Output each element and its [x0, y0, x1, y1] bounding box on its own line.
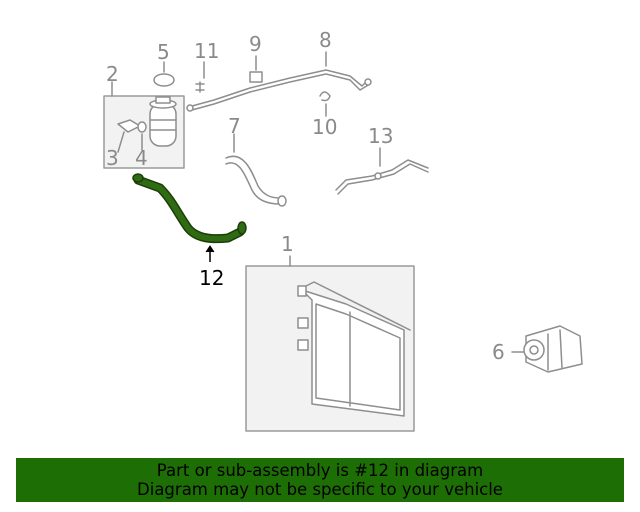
info-banner: Part or sub-assembly is #12 in diagram D…	[16, 458, 624, 502]
callout-5: 5	[157, 40, 170, 64]
callout-2: 2	[106, 62, 119, 86]
hose-part-12-highlighted	[132, 173, 247, 244]
callout-7: 7	[228, 114, 241, 138]
o-ring-part-4	[137, 121, 147, 133]
parts-diagram	[103, 51, 583, 432]
banner-line-1: Part or sub-assembly is #12 in diagram	[156, 461, 484, 480]
compressor-part-6	[523, 325, 583, 373]
callout-6: 6	[492, 340, 505, 364]
callout-10: 10	[312, 115, 338, 139]
callout-4: 4	[135, 146, 148, 170]
callout-3: 3	[106, 146, 119, 170]
pipe-part-13	[335, 159, 429, 195]
pipe-part-8	[186, 69, 372, 112]
callout-8: 8	[319, 28, 332, 52]
callout-12: 12	[199, 266, 225, 290]
receiver-drier-part-2	[149, 96, 177, 147]
condenser-part-1	[297, 281, 411, 417]
hose-part-7	[225, 155, 287, 207]
clip-part-10	[319, 91, 331, 102]
fitting-part-11	[195, 81, 205, 93]
callout-13: 13	[368, 124, 394, 148]
cap-part-5	[153, 73, 175, 87]
banner-line-2: Diagram may not be specific to your vehi…	[137, 480, 503, 499]
bracket-part-9	[249, 71, 263, 83]
callout-11: 11	[194, 39, 220, 63]
callout-9: 9	[249, 32, 262, 56]
callout-1: 1	[281, 232, 294, 256]
